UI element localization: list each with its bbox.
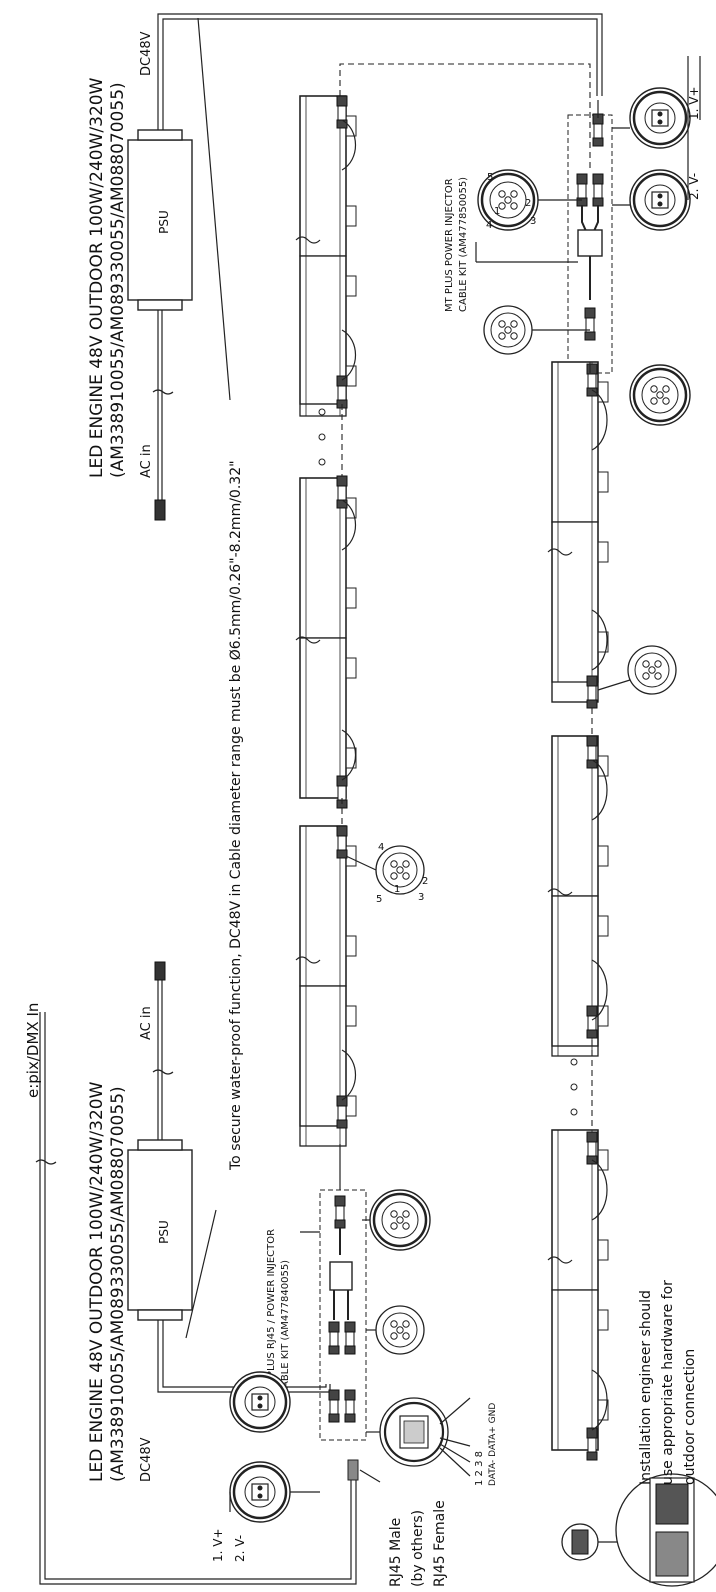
top-injector-code: CABLE KIT (AM477850055) <box>458 177 469 312</box>
bottom-pin2-label: 2. V- <box>233 1535 247 1562</box>
top-5pin-face-c <box>628 363 692 427</box>
top-system-title: LED ENGINE 48V OUTDOOR 100W/240W/320W <box>87 77 107 478</box>
bottom-injector-title: MT PLUS RJ45 / POWER INJECTOR <box>266 1229 277 1395</box>
svg-text:3: 3 <box>530 216 536 227</box>
bottom-psu-system: PSU AC in DC48V LED ENGINE 48V OUTDOOR 1… <box>87 961 331 1482</box>
svg-text:4: 4 <box>378 842 384 853</box>
svg-text:5: 5 <box>376 894 382 905</box>
svg-text:4: 4 <box>486 220 492 231</box>
top-injector-splitter <box>577 229 603 257</box>
installation-note-2: use appropriate hardware for <box>660 1280 676 1485</box>
bottom-power-face-b <box>228 1460 292 1524</box>
bottom-bar-chain-right <box>547 361 631 1461</box>
pin-number-labels: 1 2 3 4 5 1 2 3 4 5 <box>376 172 536 905</box>
top-power-connector-faces: 1. V+ 2. V- <box>612 56 701 232</box>
rj45-male-label: RJ45 Male <box>388 1518 404 1587</box>
top-pin2-label: 2. V- <box>687 173 701 200</box>
outdoor-connector-detail <box>561 1473 716 1587</box>
bottom-injector-kit: MT PLUS RJ45 / POWER INJECTOR CABLE KIT … <box>266 1144 367 1441</box>
bottom-injector-code: CABLE KIT (AM477840055) <box>280 1260 291 1395</box>
top-system-codes: (AM338910055/AM089330055/AM088070055) <box>108 82 128 478</box>
bottom-psu-body <box>127 1149 193 1311</box>
waterproof-note: To secure water-proof function, DC48V in… <box>228 460 244 1171</box>
bottom-injector-splitter <box>329 1261 353 1291</box>
bottom-dc-label: DC48V <box>139 1437 154 1482</box>
top-dc-label: DC48V <box>139 31 154 76</box>
bottom-psu-label: PSU <box>157 1220 171 1244</box>
rj45-female-label: RJ45 Female <box>432 1500 448 1587</box>
svg-text:2: 2 <box>422 876 428 887</box>
bottom-ac-label: AC in <box>139 1006 154 1040</box>
dmx-input-label: e:pix/DMX In <box>24 1003 42 1098</box>
installation-note-3: outdoor connection <box>682 1349 698 1485</box>
waterproof-leader-bottom <box>185 1209 217 1339</box>
rj45-pin-numbers: 1 2 3 8 <box>474 1451 485 1486</box>
top-psu-label: PSU <box>157 210 171 234</box>
by-others-label: (by others) <box>410 1510 426 1587</box>
top-ac-label: AC in <box>139 444 154 478</box>
bottom-5pin-face-b <box>375 1305 425 1355</box>
dmx-input-line: e:pix/DMX In <box>24 1003 359 1585</box>
rj45-female-face <box>366 1397 449 1467</box>
top-bar-chain <box>295 95 357 1147</box>
top-5pin-face-b <box>483 305 533 355</box>
rj45-pin-signals: DATA- DATA+ GND <box>488 1403 498 1486</box>
top-5pin-face-d <box>627 645 677 695</box>
bottom-system-codes: (AM338910055/AM089330055/AM088070055) <box>108 1086 128 1482</box>
top-psu-system: PSU AC in DC48V LED ENGINE 48V OUTDOOR 1… <box>87 13 603 521</box>
bottom-ac-break-icon <box>152 1069 174 1075</box>
top-psu-body <box>127 139 193 301</box>
svg-text:1: 1 <box>394 884 400 895</box>
svg-text:5: 5 <box>487 172 493 183</box>
waterproof-leader-top <box>197 17 231 401</box>
svg-text:3: 3 <box>418 892 424 903</box>
rj45-male-plug <box>347 1459 359 1481</box>
bottom-pin1-label: 1. V+ <box>211 1528 225 1562</box>
top-injector-title: MT PLUS POWER INJECTOR <box>444 178 455 312</box>
dmx-break-icon <box>35 1159 57 1165</box>
bottom-system-title: LED ENGINE 48V OUTDOOR 100W/240W/320W <box>87 1081 107 1482</box>
installation-note-1: Installation engineer should <box>638 1290 654 1485</box>
svg-text:1: 1 <box>494 206 500 217</box>
top-ac-break-icon <box>152 389 174 395</box>
top-pin1-label: 1. V+ <box>687 86 701 120</box>
bottom-5pin-face-a <box>368 1188 432 1252</box>
bottom-power-face-a <box>228 1370 292 1434</box>
svg-text:2: 2 <box>525 198 531 209</box>
